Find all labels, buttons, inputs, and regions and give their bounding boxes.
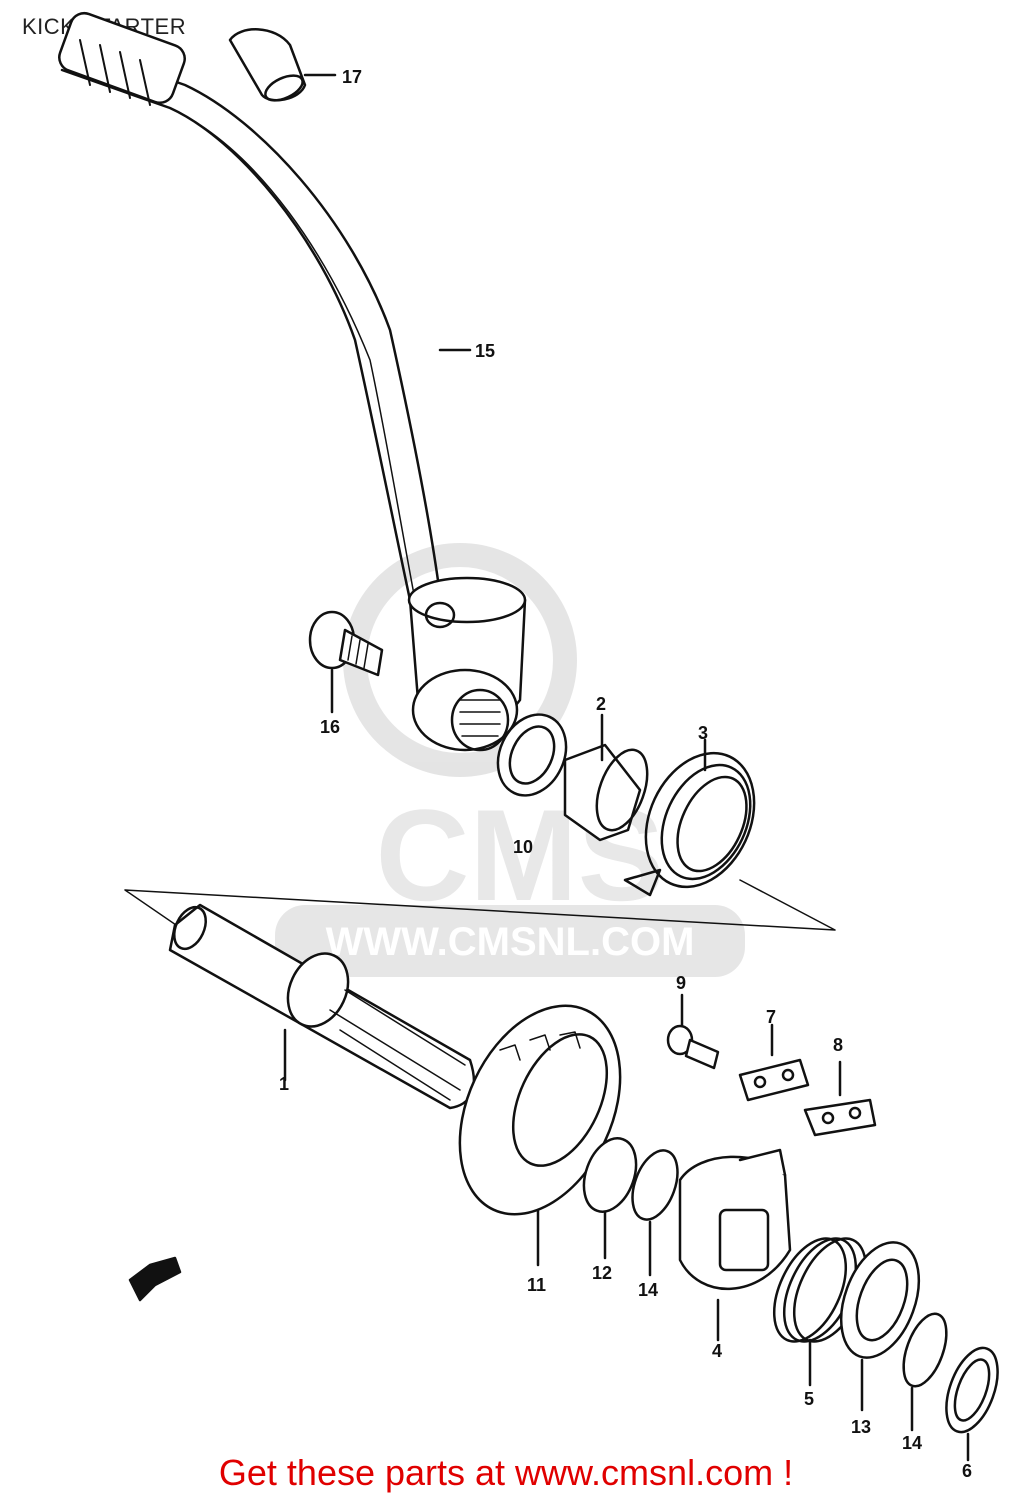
plate-8 bbox=[803, 1060, 877, 1137]
callout-1: 1 bbox=[279, 1074, 290, 1094]
footer-link-text[interactable]: Get these parts at www.cmsnl.com ! bbox=[218, 1452, 794, 1493]
callout-11: 11 bbox=[527, 1275, 547, 1295]
callout-8: 8 bbox=[833, 1035, 844, 1055]
bolt-part bbox=[308, 610, 384, 714]
callout-3: 3 bbox=[698, 723, 709, 743]
callout-13: 13 bbox=[851, 1417, 872, 1437]
washer-13 bbox=[839, 1241, 921, 1412]
plate-7 bbox=[738, 1023, 810, 1102]
callout-12: 12 bbox=[592, 1263, 613, 1283]
grip-cover bbox=[228, 28, 337, 102]
callout-4: 4 bbox=[712, 1341, 723, 1361]
callout-6: 6 bbox=[962, 1461, 973, 1481]
ratchet bbox=[678, 1148, 792, 1342]
bolt-9 bbox=[666, 993, 720, 1070]
callout-14-upper: 14 bbox=[638, 1280, 659, 1300]
guide-collar bbox=[563, 713, 649, 842]
callout-2: 2 bbox=[596, 694, 607, 714]
callout-15: 15 bbox=[475, 341, 496, 361]
washer-6 bbox=[945, 1346, 999, 1462]
kick-gear bbox=[458, 1004, 622, 1267]
front-arrow bbox=[128, 1256, 182, 1302]
circlip-14-upper bbox=[631, 1149, 679, 1277]
callout-7: 7 bbox=[766, 1007, 777, 1027]
callout-10: 10 bbox=[513, 837, 534, 857]
return-spring bbox=[623, 738, 756, 897]
circlip-14-lower bbox=[902, 1312, 948, 1432]
watermark-url-text: WWW.CMSNL.COM bbox=[326, 920, 695, 964]
callout-5: 5 bbox=[804, 1389, 815, 1409]
callout-16: 16 bbox=[320, 717, 341, 737]
callout-9: 9 bbox=[676, 973, 687, 993]
callout-17: 17 bbox=[342, 67, 363, 87]
washer-12 bbox=[582, 1137, 638, 1260]
oil-seal bbox=[496, 713, 568, 797]
kick-lever-arm bbox=[58, 11, 527, 752]
callout-14-lower: 14 bbox=[902, 1433, 923, 1453]
